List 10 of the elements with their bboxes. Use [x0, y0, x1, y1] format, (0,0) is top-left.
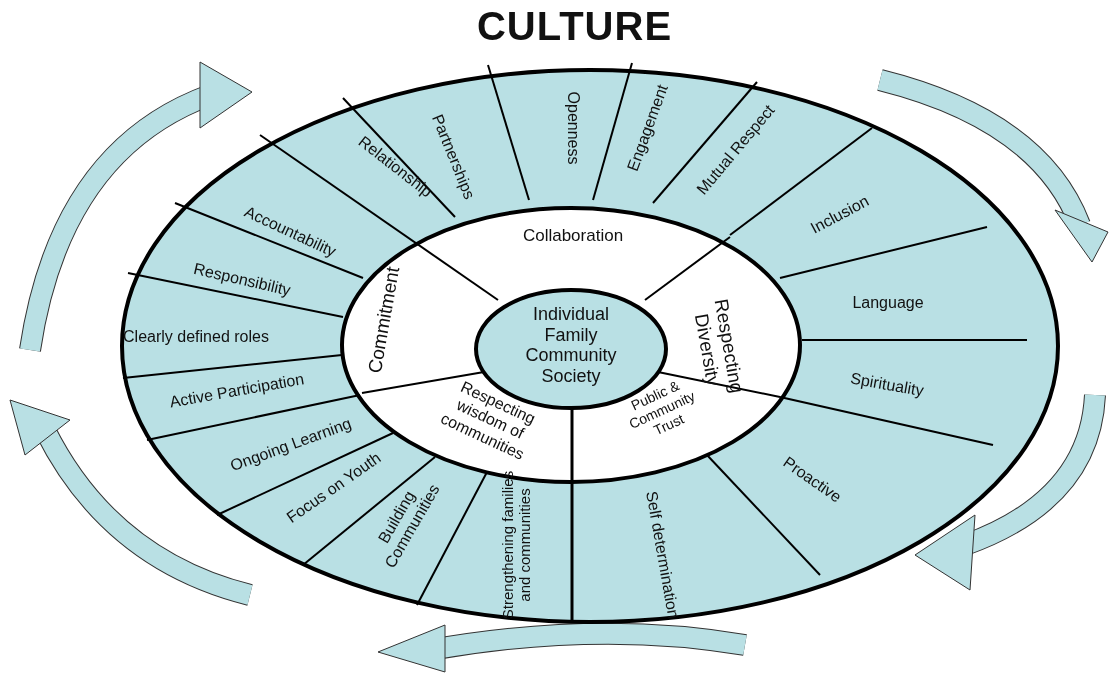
segment-label: Commitment [363, 265, 405, 375]
segment-label: Self determination [640, 484, 684, 626]
segment-label: Individual Family Community Society [506, 303, 636, 387]
segment-label: Openness [563, 91, 583, 165]
segment-label: Spirituality [849, 369, 925, 401]
title: CULTURE [475, 4, 674, 49]
segment-label: Language [852, 293, 924, 313]
segment-label: Clearly defined roles [116, 327, 276, 347]
segment-label: Active Participation [168, 370, 306, 412]
segment-label: Collaboration [522, 226, 624, 246]
